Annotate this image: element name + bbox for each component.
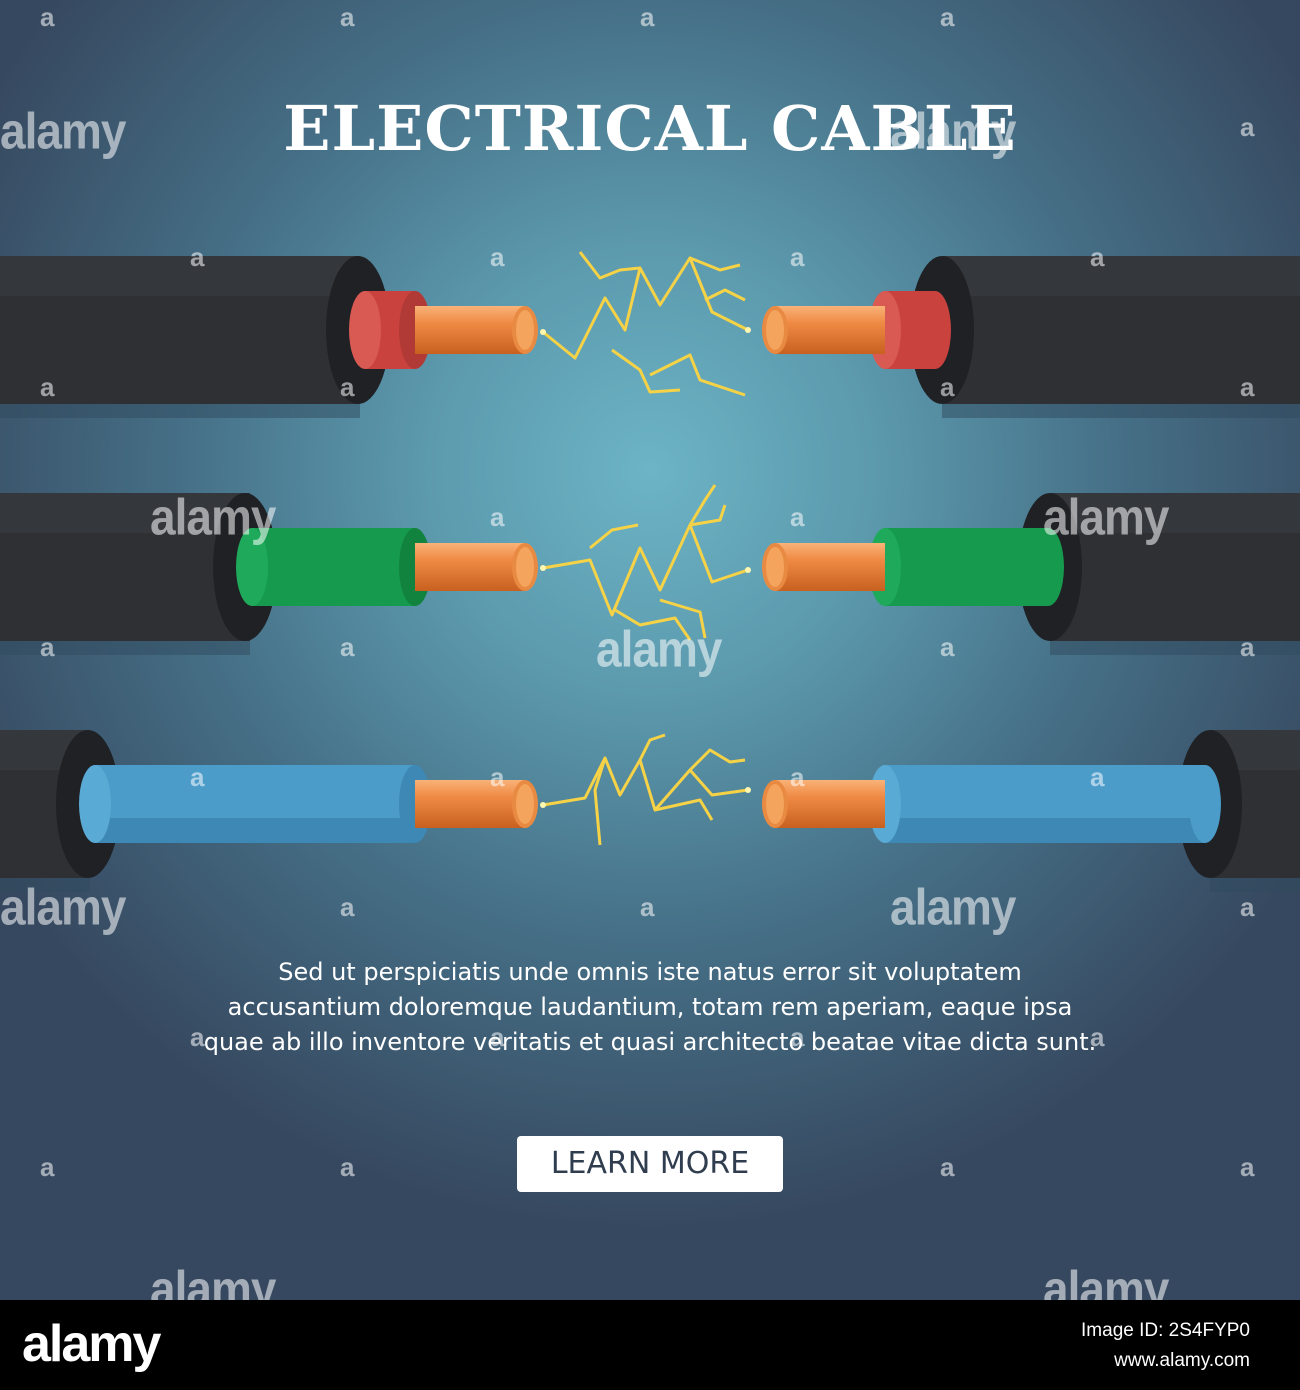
- watermark: a: [340, 1152, 355, 1182]
- watermark: a: [40, 372, 55, 402]
- body-line-3: quae ab illo inventore veritatis et quas…: [203, 1028, 1097, 1056]
- watermark: a: [340, 892, 355, 922]
- watermark: alamy: [0, 878, 126, 936]
- body-line-2: accusantium doloremque laudantium, totam…: [227, 993, 1073, 1021]
- cable-illustration: [0, 251, 1300, 892]
- watermark: alamy: [890, 878, 1016, 936]
- spark-green: [540, 484, 751, 641]
- cable-right-red: [762, 256, 1300, 418]
- watermark: alamy: [150, 488, 276, 546]
- cable-left-red: [0, 256, 538, 418]
- watermark: alamy: [596, 620, 722, 678]
- cable-right-blue: [762, 730, 1300, 892]
- watermark: a: [790, 762, 805, 792]
- watermark: a: [40, 1152, 55, 1182]
- watermark: a: [640, 892, 655, 922]
- watermark: a: [490, 242, 505, 272]
- watermark: a: [190, 1022, 205, 1052]
- watermark: a: [1240, 1152, 1255, 1182]
- cable-left-blue: [0, 730, 538, 892]
- body-text: Sed ut perspiciatis unde omnis iste natu…: [130, 955, 1170, 1060]
- cable-row-green: [0, 484, 1300, 655]
- poster: ELECTRICAL CABLE Sed ut perspiciatis und…: [0, 0, 1300, 1300]
- watermark: a: [190, 242, 205, 272]
- watermark: a: [340, 2, 355, 32]
- watermark: a: [1240, 892, 1255, 922]
- learn-more-button[interactable]: LEARN MORE: [517, 1136, 783, 1192]
- watermark: a: [1090, 762, 1105, 792]
- cable-right-green: [762, 493, 1300, 655]
- watermark: a: [340, 372, 355, 402]
- watermark: a: [1090, 242, 1105, 272]
- image-id: Image ID: 2S4FYP0: [1081, 1320, 1250, 1341]
- watermark: alamy: [1043, 488, 1169, 546]
- watermark: a: [40, 2, 55, 32]
- watermark: a: [1240, 372, 1255, 402]
- watermark: a: [790, 502, 805, 532]
- watermark: a: [940, 372, 955, 402]
- cable-row-red: [0, 251, 1300, 418]
- watermark: a: [1240, 632, 1255, 662]
- watermark: a: [640, 2, 655, 32]
- watermark: alamy: [0, 102, 126, 160]
- watermark: a: [190, 762, 205, 792]
- watermark: a: [790, 1022, 805, 1052]
- watermark: a: [340, 632, 355, 662]
- watermark: a: [490, 1022, 505, 1052]
- body-line-1: Sed ut perspiciatis unde omnis iste natu…: [278, 958, 1022, 986]
- watermark: a: [490, 502, 505, 532]
- watermark: alamy: [150, 1260, 276, 1300]
- watermark: a: [790, 242, 805, 272]
- watermark: a: [940, 1152, 955, 1182]
- watermark: a: [40, 632, 55, 662]
- watermark: a: [1090, 1022, 1105, 1052]
- watermark: alamy: [1043, 1260, 1169, 1300]
- watermark: a: [940, 632, 955, 662]
- site-url[interactable]: www.alamy.com: [1114, 1350, 1250, 1371]
- footer-bar: alamy Image ID: 2S4FYP0 www.alamy.com: [0, 1300, 1300, 1390]
- spark-red: [540, 251, 751, 397]
- spark-blue: [540, 733, 751, 846]
- watermark: a: [490, 762, 505, 792]
- page-title: ELECTRICAL CABLE: [283, 92, 1017, 165]
- watermark: a: [940, 2, 955, 32]
- watermark: alamy: [890, 102, 1016, 160]
- alamy-logo: alamy: [22, 1315, 161, 1373]
- cable-row-blue: [0, 730, 1300, 892]
- watermark: a: [1240, 112, 1255, 142]
- cable-left-green: [0, 493, 538, 655]
